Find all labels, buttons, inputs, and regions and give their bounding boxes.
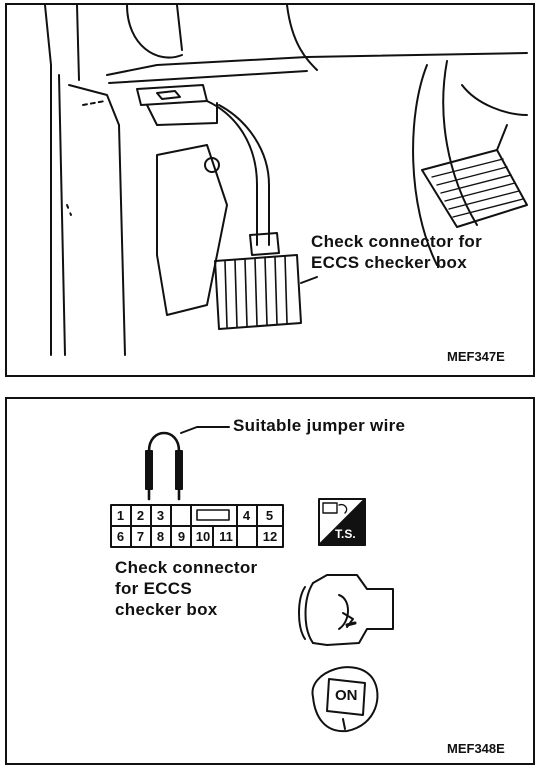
pin-12: 12: [262, 529, 278, 544]
pin-7: 7: [136, 529, 145, 544]
connector-callout: Check connector for ECCS checker box: [311, 231, 482, 273]
figure-top-panel: Check connector for ECCS checker box MEF…: [5, 3, 535, 377]
figure-code-bottom: MEF348E: [447, 741, 505, 756]
ts-label: T.S.: [335, 527, 356, 541]
connector-caption-line-1: Check connector: [115, 558, 258, 577]
pin-10: 10: [195, 529, 211, 544]
pin-3: 3: [156, 508, 165, 523]
connector-caption: Check connector for ECCS checker box: [115, 557, 257, 620]
pin-6: 6: [116, 529, 125, 544]
pin-5: 5: [265, 508, 274, 523]
figure-bottom-panel: Suitable jumper wire 1 2 3 4 5 6 7 8 9 1…: [5, 397, 535, 765]
jumper-wire: [147, 431, 181, 501]
jumper-wire-label: Suitable jumper wire: [233, 416, 406, 435]
connector-diagram: [110, 426, 394, 733]
connector-caption-line-3: checker box: [115, 600, 218, 619]
on-label: ON: [335, 687, 358, 704]
pin-8: 8: [156, 529, 165, 544]
pin-1: 1: [116, 508, 125, 523]
pin-2: 2: [136, 508, 145, 523]
connector-caption-line-2: for ECCS: [115, 579, 193, 598]
callout-line-1: Check connector for: [311, 232, 483, 251]
callout-line-2: ECCS checker box: [311, 253, 467, 272]
figure-code: MEF347E: [447, 349, 505, 364]
dashboard-illustration: [44, 5, 528, 356]
pin-11: 11: [219, 529, 233, 544]
pin-9: 9: [177, 529, 186, 544]
pin-4: 4: [242, 508, 251, 523]
